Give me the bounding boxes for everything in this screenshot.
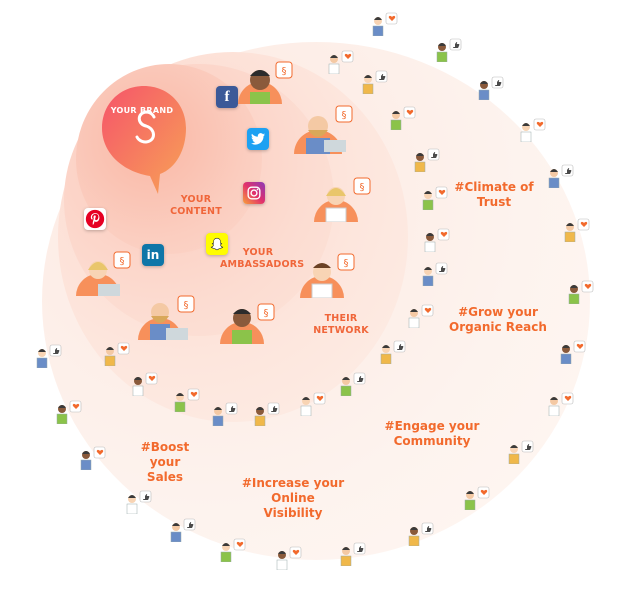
ambassadors-label: YOUR AMBASSADORS — [220, 247, 305, 270]
svg-text:§: § — [360, 182, 365, 193]
network-user-avatar — [126, 490, 152, 514]
ambassador-avatar: § — [300, 253, 355, 298]
network-user-avatar — [424, 228, 450, 252]
ambassador-avatar: § — [138, 295, 195, 340]
svg-text:§: § — [264, 308, 269, 319]
network-user-avatar — [408, 304, 434, 328]
network-user-avatar — [340, 372, 366, 396]
network-user-avatar — [220, 538, 246, 562]
network-user-avatar — [390, 106, 416, 130]
brand-logo-pin — [102, 86, 186, 194]
svg-text:§: § — [342, 110, 347, 121]
network-label: THEIR NETWORK — [313, 313, 369, 336]
network-user-avatar — [300, 392, 326, 416]
network-user-avatar — [174, 388, 200, 412]
network-user-avatar — [564, 218, 590, 242]
network-user-avatar — [132, 372, 158, 396]
network-user-avatar — [362, 70, 388, 94]
svg-text:§: § — [184, 300, 189, 311]
network-user-avatar — [478, 76, 504, 100]
pinterest-icon — [84, 208, 106, 230]
network-user-avatar — [568, 280, 594, 304]
instagram-icon — [243, 182, 265, 204]
network-user-avatar — [328, 50, 354, 74]
ambassador-avatar: § — [76, 251, 131, 296]
benefit-grow-reach: #Grow your Organic Reach — [449, 305, 547, 334]
network-user-avatar — [170, 518, 196, 542]
content-label: YOUR CONTENT — [170, 194, 222, 217]
network-user-avatar — [104, 342, 130, 366]
network-user-avatar — [80, 446, 106, 470]
network-user-avatar — [422, 186, 448, 210]
linkedin-icon: in — [142, 244, 164, 266]
network-user-avatar — [548, 164, 574, 188]
benefit-online-visibility: #Increase your Online Visibility — [241, 476, 345, 520]
network-user-avatar — [36, 344, 62, 368]
benefit-climate-of-trust: #Climate of Trust — [454, 180, 534, 209]
network-user-avatar — [372, 12, 398, 36]
brand-label: YOUR BRAND — [110, 106, 174, 115]
benefit-boost-sales: #Boost your Sales — [140, 440, 190, 484]
network-user-avatar — [380, 340, 406, 364]
network-user-avatar — [212, 402, 238, 426]
svg-text:§: § — [282, 66, 287, 77]
network-user-avatar — [414, 148, 440, 172]
network-user-avatar — [560, 340, 586, 364]
network-user-avatar — [276, 546, 302, 570]
network-user-avatar — [254, 402, 280, 426]
network-user-avatar — [520, 118, 546, 142]
network-user-avatar — [436, 38, 462, 62]
network-user-avatar — [508, 440, 534, 464]
ambassador-avatar: § — [314, 177, 371, 222]
svg-text:§: § — [120, 256, 125, 267]
benefit-engage-community: #Engage your Community — [384, 419, 480, 448]
network-user-avatar — [548, 392, 574, 416]
facebook-icon: f — [216, 86, 238, 108]
ambassador-avatar: § — [220, 303, 275, 344]
network-user-avatar — [340, 542, 366, 566]
network-user-avatar — [56, 400, 82, 424]
network-user-avatar — [422, 262, 448, 286]
ambassador-avatar: § — [294, 105, 353, 154]
twitter-icon — [247, 128, 269, 150]
network-user-avatar — [464, 486, 490, 510]
snapchat-icon — [206, 233, 228, 255]
network-user-avatar — [408, 522, 434, 546]
ambassador-avatar: § — [238, 61, 293, 104]
svg-text:§: § — [344, 258, 349, 269]
